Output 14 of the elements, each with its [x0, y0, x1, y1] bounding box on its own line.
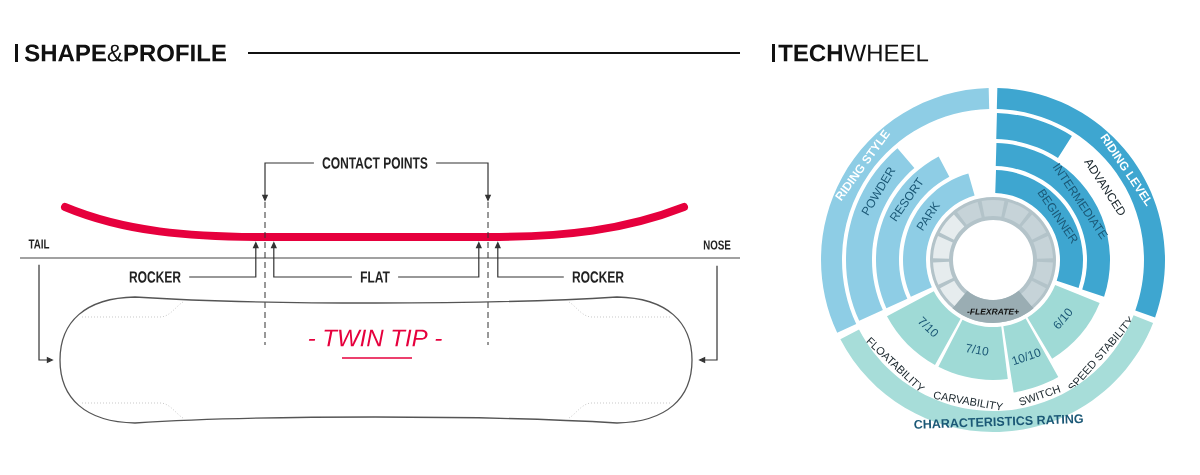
dashed-guide-line	[487, 201, 489, 346]
callout-label: TAIL	[28, 239, 50, 249]
snowboard-outline: - TWIN TIP -	[59, 296, 693, 424]
dashed-guide-line	[264, 201, 266, 346]
callout-label: ROCKER	[572, 271, 624, 283]
callout-label: ROCKER	[129, 271, 181, 283]
node-label: 7/10	[966, 343, 989, 356]
rating-wedge: 7/10	[938, 319, 1008, 380]
callout-label: CONTACT POINTS	[322, 157, 428, 169]
section-heading: TECHWHEEL	[778, 44, 929, 62]
callout-label: NOSE	[703, 240, 731, 250]
section-heading: SHAPE&PROFILE	[24, 44, 226, 62]
callout-label: FLAT	[360, 271, 390, 283]
profile-curve	[61, 203, 688, 241]
